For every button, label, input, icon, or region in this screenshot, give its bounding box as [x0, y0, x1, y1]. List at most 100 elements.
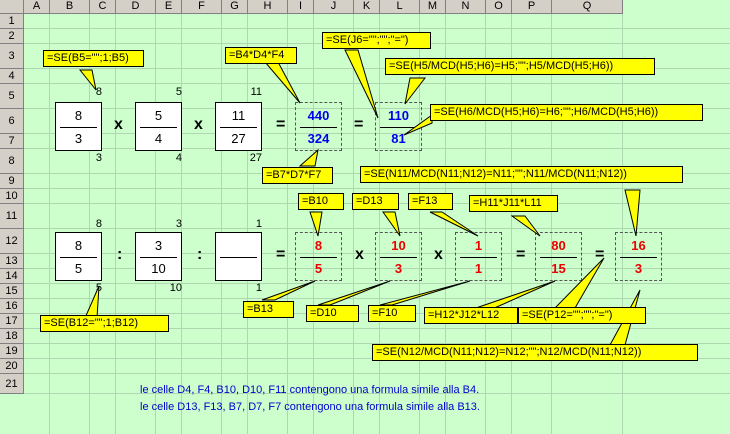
cell-f10[interactable]: 1 [255, 218, 262, 230]
column-header-p[interactable]: P [512, 0, 552, 14]
row-header-21[interactable]: 21 [0, 374, 24, 394]
callout-j11: =D13 [352, 193, 399, 210]
cell-h6[interactable]: 324 [307, 131, 330, 146]
row-header-7[interactable]: 7 [0, 134, 24, 149]
cell-f7[interactable]: 27 [249, 152, 262, 164]
row-header-4[interactable]: 4 [0, 69, 24, 84]
cell-b11[interactable]: 8 [74, 238, 83, 253]
fraction-bar [140, 257, 177, 258]
column-header-h[interactable]: H [248, 0, 288, 14]
row-header-9[interactable]: 9 [0, 174, 24, 189]
times-operator: x [194, 116, 203, 133]
result-box-h[interactable]: 440 324 [295, 102, 342, 151]
row-header-20[interactable]: 20 [0, 359, 24, 374]
cell-d10[interactable]: 3 [175, 218, 182, 230]
column-header-a[interactable]: A [24, 0, 50, 14]
callout-b12: =SE(B12="";1;B12) [40, 315, 169, 332]
pointer-c-n11 [510, 215, 541, 237]
row-header-8[interactable]: 8 [0, 149, 24, 174]
row-header-2[interactable]: 2 [0, 29, 24, 44]
fraction-bar [220, 257, 257, 258]
column-header-n[interactable]: N [446, 0, 486, 14]
cell-j6[interactable]: 81 [391, 131, 406, 146]
column-header-b[interactable]: B [50, 0, 90, 14]
callout-p12: =SE(P12="";"";"=") [518, 307, 646, 324]
row-header-15[interactable]: 15 [0, 284, 24, 299]
cell-j11[interactable]: 10 [391, 238, 406, 253]
grid-column-line [419, 14, 420, 434]
row-header-12[interactable]: 12 [0, 229, 24, 254]
row-header-14[interactable]: 14 [0, 269, 24, 284]
cell-h11[interactable]: 8 [314, 238, 323, 253]
column-header-e[interactable]: E [156, 0, 182, 14]
result-box-n2[interactable]: 80 15 [535, 232, 582, 281]
row-header-18[interactable]: 18 [0, 329, 24, 344]
cell-d6[interactable]: 4 [154, 131, 163, 146]
fraction-box-d2[interactable]: 3 10 [135, 232, 182, 281]
cell-l11[interactable]: 1 [474, 238, 483, 253]
cell-b4[interactable]: 8 [95, 86, 102, 98]
row-header-10[interactable]: 10 [0, 189, 24, 204]
cell-d13[interactable]: 10 [169, 282, 182, 294]
column-header-q[interactable]: Q [552, 0, 623, 14]
cell-b6[interactable]: 3 [74, 131, 83, 146]
cell-p11[interactable]: 16 [631, 238, 646, 253]
cell-d12[interactable]: 10 [151, 261, 166, 276]
row-header-11[interactable]: 11 [0, 204, 24, 229]
column-header-o[interactable]: O [486, 0, 512, 14]
column-header-c[interactable]: C [90, 0, 116, 14]
cell-f5[interactable]: 11 [231, 108, 246, 123]
equals-operator: = [276, 246, 286, 263]
result-box-l2[interactable]: 1 1 [455, 232, 502, 281]
cell-b12[interactable]: 5 [74, 261, 83, 276]
grid-column-line [551, 14, 552, 434]
cell-l12[interactable]: 1 [474, 261, 483, 276]
column-header-f[interactable]: F [182, 0, 222, 14]
cell-j5[interactable]: 110 [388, 108, 409, 123]
row-header-13[interactable]: 13 [0, 254, 24, 269]
cell-p12[interactable]: 3 [634, 261, 643, 276]
column-header-l[interactable]: L [380, 0, 420, 14]
note-line-2: le celle D13, F13, B7, D7, F7 contengono… [140, 401, 480, 413]
row-header-3[interactable]: 3 [0, 44, 24, 69]
grid-row-line [24, 148, 730, 149]
fraction-box-b2[interactable]: 8 5 [55, 232, 102, 281]
row-header-5[interactable]: 5 [0, 84, 24, 109]
cell-h12[interactable]: 5 [314, 261, 323, 276]
cell-d5[interactable]: 5 [154, 108, 163, 123]
row-header-6[interactable]: 6 [0, 109, 24, 134]
row-header-19[interactable]: 19 [0, 344, 24, 359]
cell-j12[interactable]: 3 [394, 261, 403, 276]
row-header-16[interactable]: 16 [0, 299, 24, 314]
cell-n11[interactable]: 80 [551, 238, 566, 253]
fraction-box-f2[interactable] [215, 232, 262, 281]
callout-l11: =F13 [408, 193, 453, 210]
column-header-d[interactable]: D [116, 0, 156, 14]
cell-d11[interactable]: 3 [154, 238, 163, 253]
cell-n12[interactable]: 15 [551, 261, 566, 276]
select-all-corner[interactable] [0, 0, 24, 14]
column-header-j[interactable]: J [314, 0, 354, 14]
column-header-k[interactable]: K [354, 0, 380, 14]
cell-d7[interactable]: 4 [175, 152, 182, 164]
cell-b5[interactable]: 8 [74, 108, 83, 123]
column-header-i[interactable]: I [288, 0, 314, 14]
column-header-m[interactable]: M [420, 0, 446, 14]
row-header-17[interactable]: 17 [0, 314, 24, 329]
callout-p11: =SE(N11/MCD(N11;N12)=N11;"";N11/MCD(N11;… [360, 166, 683, 183]
cell-d4[interactable]: 5 [175, 86, 182, 98]
cell-b10[interactable]: 8 [95, 218, 102, 230]
cell-f13[interactable]: 1 [255, 282, 262, 294]
cell-b7[interactable]: 3 [95, 152, 102, 164]
fraction-box-d[interactable]: 5 4 [135, 102, 182, 151]
fraction-box-f[interactable]: 11 27 [215, 102, 262, 151]
result-box-j2[interactable]: 10 3 [375, 232, 422, 281]
cell-h5[interactable]: 440 [307, 108, 330, 123]
cell-f4[interactable]: 11 [250, 86, 262, 98]
fraction-box-b[interactable]: 8 3 [55, 102, 102, 151]
row-header-1[interactable]: 1 [0, 14, 24, 29]
equals-operator: = [516, 246, 526, 263]
result-box-p2[interactable]: 16 3 [615, 232, 662, 281]
cell-f6[interactable]: 27 [231, 131, 246, 146]
column-header-g[interactable]: G [222, 0, 248, 14]
